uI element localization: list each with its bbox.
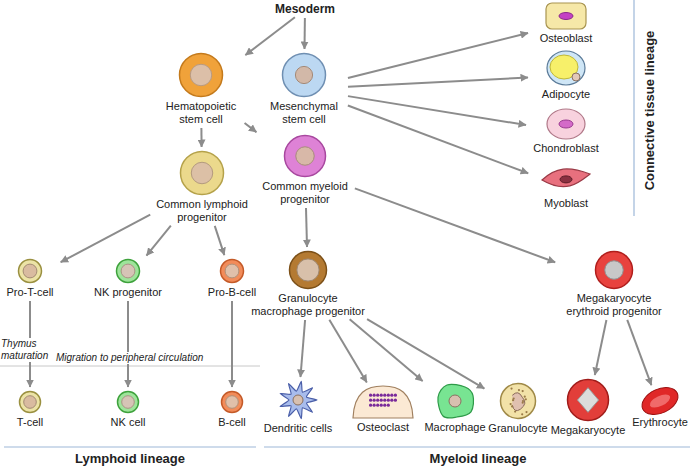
cell-label: Dendritic cells: [260, 422, 336, 435]
cell-icon: [179, 150, 225, 196]
lineage-arrow: [348, 77, 528, 86]
cell-node: Osteoclast: [350, 385, 416, 434]
lineage-arrow: [367, 319, 484, 389]
cell-icon: [541, 165, 591, 195]
cell-icon: [594, 250, 634, 290]
lineage-arrow: [215, 226, 225, 255]
cell-icon: [219, 258, 245, 284]
cell-label: Common lymphoid progenitor: [152, 198, 252, 224]
cell-label: Megakaryocyte erythroid progenitor: [558, 292, 670, 318]
cell-label: Osteoclast: [350, 421, 416, 434]
cell-node: Megakaryocyte: [549, 378, 627, 437]
cell-node: Myoblast: [531, 165, 601, 210]
cell-icon: [545, 2, 587, 30]
cell-node: Dendritic cells: [260, 380, 336, 435]
cell-icon: [640, 388, 680, 414]
lineage-arrow: [231, 301, 233, 387]
cell-icon: [546, 108, 586, 140]
cell-icon: [281, 52, 327, 98]
cell-label: Granulocyte: [487, 422, 549, 435]
lineage-arrow: [306, 208, 307, 247]
cell-label: Erythrocyte: [630, 416, 690, 429]
cell-node: Common lymphoid progenitor: [152, 150, 252, 224]
cell-node: NK progenitor: [90, 258, 166, 299]
lineage-arrow: [245, 17, 295, 55]
cell-label: Osteoblast: [531, 32, 601, 45]
cell-node: Mesoderm: [269, 3, 341, 16]
cell-node: Macrophage: [424, 383, 486, 434]
cell-icon: [288, 250, 328, 290]
cell-node: Hematopoietic stem cell: [159, 52, 243, 126]
cell-icon: [220, 390, 244, 414]
cell-node: T-cell: [5, 390, 55, 429]
cell-label: Pro-T-cell: [2, 286, 58, 299]
cell-label: Hematopoietic stem cell: [159, 100, 243, 126]
cell-node: Granulocyte macrophage progenitor: [250, 250, 366, 318]
cell-label: NK progenitor: [90, 286, 166, 299]
lineage-rule: [4, 446, 256, 447]
cell-label: B-cell: [207, 416, 257, 429]
cell-label: Pro-B-cell: [202, 286, 262, 299]
cell-node: Erythrocyte: [630, 388, 690, 429]
cell-label: Macrophage: [424, 421, 486, 434]
cell-icon: [278, 380, 318, 420]
lineage-arrow: [127, 301, 129, 387]
cell-node: Pro-T-cell: [2, 258, 58, 299]
lineage-arrow: [304, 18, 306, 49]
cell-icon: [352, 385, 414, 419]
cell-node: Osteoblast: [531, 2, 601, 45]
circulation-rule: [0, 366, 260, 367]
cell-icon: [178, 52, 224, 98]
cell-icon: [17, 258, 43, 284]
cell-icon: [566, 378, 610, 422]
cell-icon: [435, 383, 475, 419]
cell-node: Chondroblast: [529, 108, 603, 155]
annotation-note: Thymus maturation: [1, 338, 55, 362]
annotation-note: Migration to peripheral circulation: [56, 352, 203, 364]
cell-label: Granulocyte macrophage progenitor: [250, 292, 366, 318]
cell-label: NK cell: [100, 416, 156, 429]
cell-icon: [115, 258, 141, 284]
lineage-arrow: [348, 96, 526, 125]
cell-node: NK cell: [100, 390, 156, 429]
cell-icon: [116, 390, 140, 414]
cell-node: Megakaryocyte erythroid progenitor: [558, 250, 670, 318]
lineage-arrow: [348, 33, 528, 78]
cell-node: Mesenchymal stem cell: [262, 52, 346, 126]
lineage-title: Myeloid lineage: [430, 451, 527, 466]
cell-node: B-cell: [207, 390, 257, 429]
lineage-arrow: [595, 320, 607, 375]
lineage-arrow: [350, 319, 423, 381]
lineage-arrow: [300, 320, 305, 377]
lineage-arrow: [355, 188, 555, 262]
lineage-arrow: [245, 123, 257, 132]
cell-icon: [546, 50, 586, 86]
cell-icon: [18, 390, 42, 414]
cell-label: Myoblast: [531, 197, 601, 210]
cell-node: Adipocyte: [531, 50, 601, 101]
cell-node: Common myeloid progenitor: [257, 134, 353, 206]
cell-label: T-cell: [5, 416, 55, 429]
cell-label: Common myeloid progenitor: [257, 180, 353, 206]
cell-label: Mesenchymal stem cell: [262, 100, 346, 126]
lineage-rule: [633, 0, 634, 216]
lineage-arrow: [200, 128, 202, 147]
lineage-arrow: [146, 226, 170, 256]
cell-label: Megakaryocyte: [549, 424, 627, 437]
cell-node: Granulocyte: [487, 382, 549, 435]
lineage-title: Connective tissue lineage: [642, 30, 657, 190]
cell-icon: [283, 134, 327, 178]
lineage-arrow: [348, 105, 528, 173]
cell-node: Pro-B-cell: [202, 258, 262, 299]
lineage-arrow: [61, 215, 151, 263]
lineage-title: Lymphoid lineage: [75, 451, 185, 466]
cell-icon: [499, 382, 537, 420]
cell-label: Mesoderm: [269, 3, 341, 16]
cell-label: Adipocyte: [531, 88, 601, 101]
lineage-rule: [264, 446, 690, 447]
cell-label: Chondroblast: [529, 142, 603, 155]
lineage-arrow: [627, 320, 651, 385]
